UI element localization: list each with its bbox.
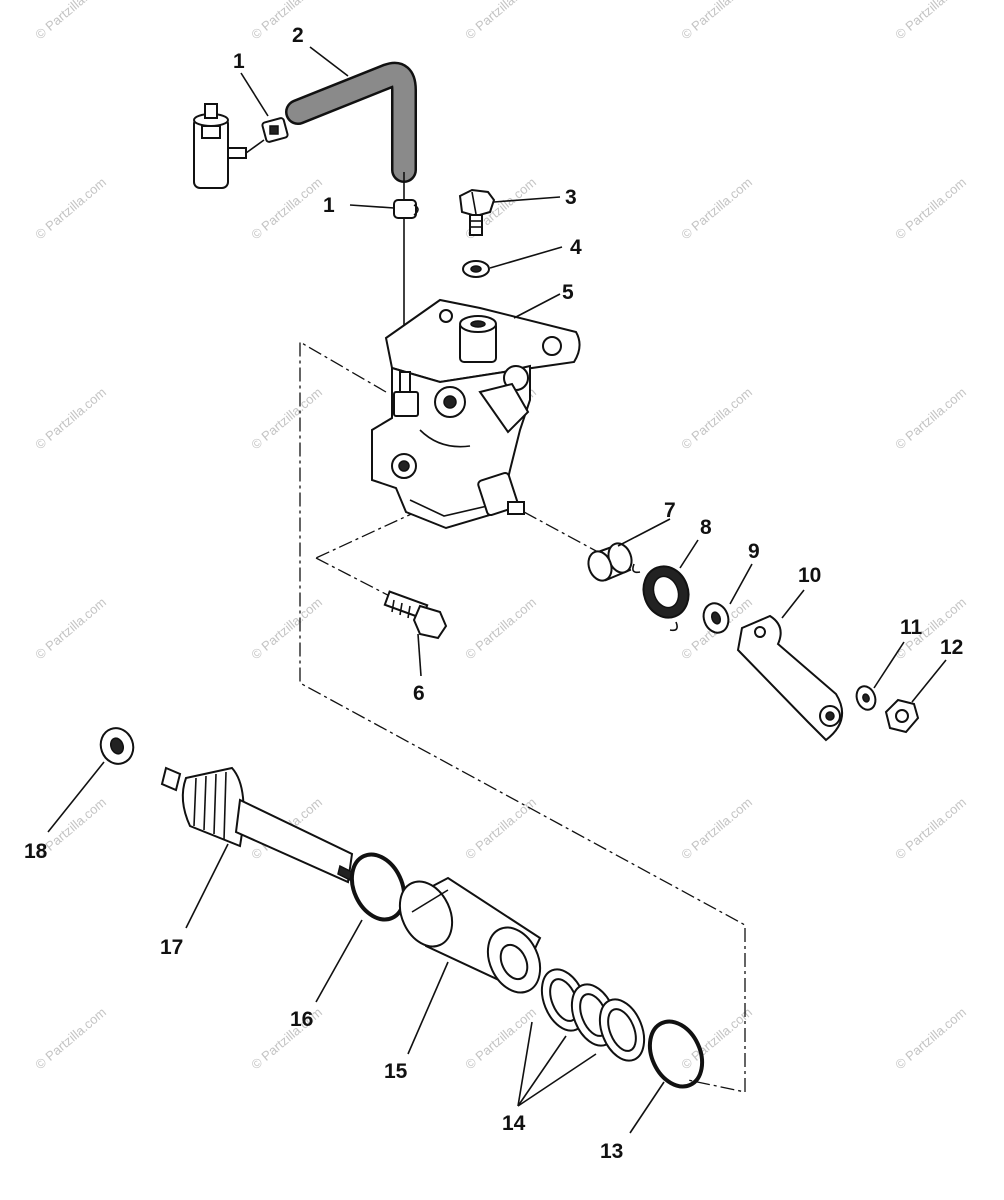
watermark-text: © Partzilla.com [678,0,755,42]
watermark-text: © Partzilla.com [32,384,109,452]
o-ring-part [647,1019,705,1089]
hose-clamp-part [261,117,289,143]
callout-1a: 1 [233,50,245,73]
pump-drive-gear-part [160,766,354,884]
callout-3: 3 [565,186,577,209]
thrust-washer-part [99,727,135,765]
watermark-text: © Partzilla.com [248,384,325,452]
callout-4: 4 [570,236,582,259]
callout-8: 8 [700,516,712,539]
callout-17: 17 [160,936,183,959]
bushing-part [398,876,542,994]
watermark-text: © Partzilla.com [462,1004,539,1072]
callout-16: 16 [290,1008,313,1031]
callout-11: 11 [900,616,923,639]
watermark-text: © Partzilla.com [462,594,539,662]
watermark-text: © Partzilla.com [462,794,539,862]
mounting-bolt-part [383,590,448,640]
hex-nut-part [884,698,920,734]
watermark-text: © Partzilla.com [678,174,755,242]
collar-part [587,542,633,582]
oil-line-fitting-part [193,103,265,189]
watermark-text: © Partzilla.com [32,174,109,242]
pump-control-arm-part [736,614,844,742]
callout-labels: 1 1 2 3 4 5 6 7 8 9 10 11 12 13 14 15 16… [24,24,963,1163]
leader-lines [47,46,947,1134]
callout-14: 14 [502,1112,526,1135]
watermark-text: © Partzilla.com [892,794,969,862]
watermark-text: © Partzilla.com [248,174,325,242]
watermark-text: © Partzilla.com [678,1004,755,1072]
callout-1b: 1 [323,194,335,217]
washer-part [462,260,490,278]
callout-7: 7 [664,499,676,522]
washer-part [855,685,877,711]
callout-13: 13 [600,1140,623,1163]
watermark-text: © Partzilla.com [678,794,755,862]
assembly-frame [299,340,746,1093]
oil-pump-body-part [371,298,599,553]
callout-10: 10 [798,564,821,587]
shim-set-part [540,968,646,1062]
callout-18: 18 [24,840,48,863]
watermark-text: © Partzilla.com [892,1004,969,1072]
bolt-part [458,188,496,236]
callout-2: 2 [292,24,304,47]
watermark-text: © Partzilla.com [892,174,969,242]
hose-clamp-part [393,199,419,219]
callout-6: 6 [413,682,425,705]
o-ring-part [349,852,407,922]
watermark-text: © Partzilla.com [892,0,969,42]
return-spring-part [632,563,690,632]
oil-hose-part [285,61,417,370]
callout-5: 5 [562,281,574,304]
watermark-text: © Partzilla.com [32,1004,109,1072]
callout-12: 12 [940,636,963,659]
watermark-text: © Partzilla.com [248,594,325,662]
callout-15: 15 [384,1060,408,1083]
watermark-text: © Partzilla.com [248,1004,325,1072]
watermark-text: © Partzilla.com [32,594,109,662]
callout-9: 9 [748,540,760,563]
watermark-text: © Partzilla.com [678,384,755,452]
watermark-text: © Partzilla.com [892,384,969,452]
watermark-text: © Partzilla.com [248,0,325,42]
washer-part [702,602,730,634]
watermark-text: © Partzilla.com [32,0,109,42]
watermark-text: © Partzilla.com [462,0,539,42]
